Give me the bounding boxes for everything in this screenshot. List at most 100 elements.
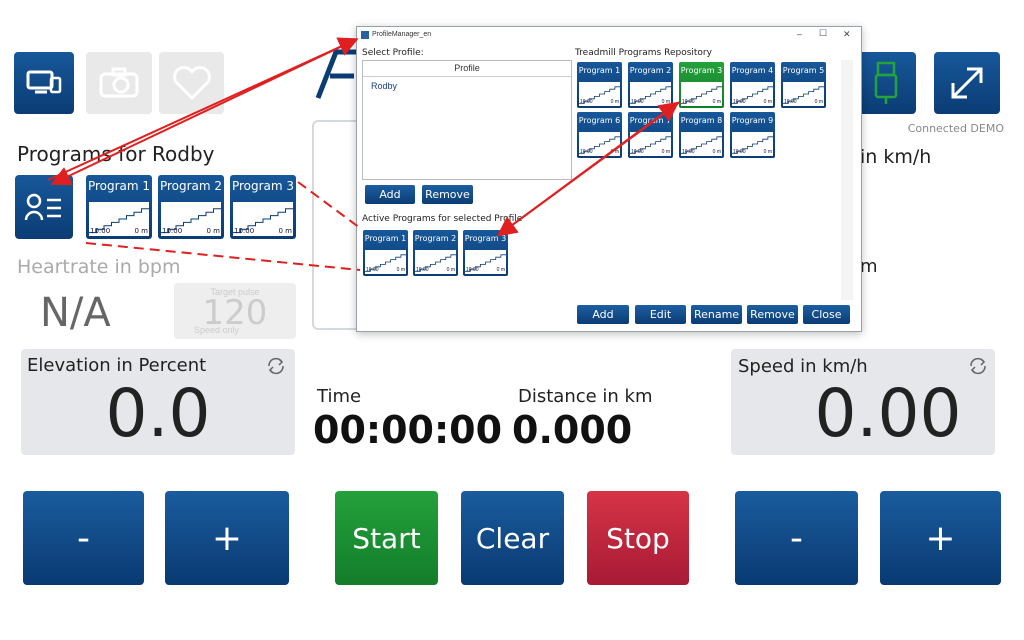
speed-partial-label: in km/h bbox=[860, 146, 932, 168]
monitor-icon bbox=[26, 70, 62, 94]
dialog-titlebar: ProfileManager_en – ☐ ✕ bbox=[357, 27, 861, 45]
program-label: Program 3 bbox=[464, 234, 507, 243]
profile-remove-button[interactable]: Remove bbox=[422, 185, 473, 204]
program-distance: 0 m bbox=[446, 267, 455, 273]
refresh-icon[interactable] bbox=[265, 355, 287, 377]
elevation-minus-button[interactable]: - bbox=[23, 491, 144, 585]
time-value: 00:00:00 bbox=[313, 408, 503, 452]
program-profile-graph bbox=[233, 202, 293, 236]
program-distance: 0 m bbox=[610, 99, 619, 105]
time-title: Time bbox=[317, 386, 362, 407]
repo-close-button[interactable]: Close bbox=[803, 305, 850, 324]
program-button[interactable]: Program 2 10:00 0 m bbox=[158, 175, 224, 239]
program-label: Program 1 bbox=[364, 234, 407, 243]
display-button[interactable] bbox=[14, 52, 74, 114]
profile-list[interactable]: Profile Rodby bbox=[362, 60, 572, 180]
program-label: Program 3 bbox=[231, 179, 295, 193]
clear-button[interactable]: Clear bbox=[461, 491, 564, 585]
distance-value: 0.000 bbox=[512, 408, 633, 452]
program-time: 10:00 bbox=[580, 99, 593, 105]
minimize-icon[interactable]: – bbox=[797, 29, 803, 39]
program-label: Program 1 bbox=[87, 179, 151, 193]
active-program-button[interactable]: Program 1 10:00 0 m bbox=[363, 230, 408, 276]
program-distance: 0 m bbox=[396, 267, 405, 273]
program-label: Program 2 bbox=[414, 234, 457, 243]
app-icon bbox=[361, 31, 369, 39]
repo-remove-button[interactable]: Remove bbox=[747, 305, 798, 324]
program-distance: 0 m bbox=[496, 267, 505, 273]
heart-button[interactable] bbox=[159, 52, 224, 114]
camera-button[interactable] bbox=[86, 52, 152, 114]
speed-plus-button[interactable]: + bbox=[880, 491, 1001, 585]
elevation-value: 0.0 bbox=[105, 375, 211, 452]
start-button[interactable]: Start bbox=[335, 491, 438, 585]
program-distance: 0 m bbox=[712, 99, 721, 105]
target-pulse-label: Target pulse bbox=[210, 287, 260, 297]
repo-program-button[interactable]: Program 5 10:00 0 m bbox=[781, 62, 826, 108]
fullscreen-button[interactable] bbox=[934, 52, 1000, 114]
program-time: 10:00 bbox=[90, 227, 111, 235]
refresh-icon[interactable] bbox=[967, 355, 989, 377]
speed-panel: Speed in km/h 0.00 bbox=[731, 349, 995, 455]
program-time: 10:00 bbox=[580, 149, 593, 155]
program-label: Program 2 bbox=[629, 66, 672, 75]
repo-edit-button[interactable]: Edit bbox=[635, 305, 686, 324]
heart-icon bbox=[172, 66, 211, 100]
target-pulse-box[interactable]: Target pulse 120 Speed only bbox=[174, 283, 296, 339]
profile-manager-dialog: ProfileManager_en – ☐ ✕ Select Profile: … bbox=[356, 26, 862, 332]
program-profile-graph bbox=[732, 132, 773, 156]
usb-icon bbox=[874, 61, 898, 104]
program-profile-graph bbox=[732, 82, 773, 106]
camera-icon bbox=[99, 67, 139, 98]
program-distance: 0 m bbox=[206, 227, 221, 235]
program-distance: 0 m bbox=[712, 149, 721, 155]
speed-minus-button[interactable]: - bbox=[735, 491, 858, 585]
programs-title: Programs for Rodby bbox=[17, 142, 215, 166]
program-profile-graph bbox=[365, 250, 406, 274]
profile-item[interactable]: Rodby bbox=[371, 81, 398, 91]
program-time: 10:00 bbox=[366, 267, 379, 273]
target-pulse-note: Speed only bbox=[194, 325, 240, 335]
program-profile-graph bbox=[89, 202, 149, 236]
program-time: 10:00 bbox=[162, 227, 183, 235]
repo-program-button[interactable]: Program 3 10:00 0 m bbox=[679, 62, 724, 108]
program-label: Program 3 bbox=[680, 66, 723, 75]
center-frame bbox=[312, 120, 362, 330]
program-distance: 0 m bbox=[661, 149, 670, 155]
repo-rename-button[interactable]: Rename bbox=[691, 305, 742, 324]
program-time: 10:00 bbox=[234, 227, 255, 235]
program-time: 10:00 bbox=[631, 99, 644, 105]
stop-button[interactable]: Stop bbox=[587, 491, 689, 585]
program-label: Program 5 bbox=[782, 66, 825, 75]
profile-header[interactable]: Profile bbox=[363, 61, 571, 77]
target-pulse-value: 120 bbox=[202, 293, 268, 333]
profile-add-button[interactable]: Add bbox=[365, 185, 415, 204]
distance-partial-label: m bbox=[860, 256, 878, 277]
repo-add-button[interactable]: Add bbox=[577, 305, 629, 324]
program-label: Program 4 bbox=[731, 66, 774, 75]
expand-icon bbox=[951, 67, 983, 99]
close-icon[interactable]: ✕ bbox=[843, 29, 851, 39]
program-distance: 0 m bbox=[763, 149, 772, 155]
profile-manager-button[interactable] bbox=[15, 175, 73, 239]
usb-button[interactable] bbox=[856, 52, 916, 114]
distance-title: Distance in km bbox=[518, 386, 653, 407]
elevation-plus-button[interactable]: + bbox=[165, 491, 289, 585]
repository-scrollbar[interactable] bbox=[841, 60, 853, 300]
program-time: 10:00 bbox=[784, 99, 797, 105]
program-time: 10:00 bbox=[682, 99, 695, 105]
maximize-icon[interactable]: ☐ bbox=[819, 28, 828, 38]
program-label: Program 2 bbox=[159, 179, 223, 193]
program-distance: 0 m bbox=[814, 99, 823, 105]
